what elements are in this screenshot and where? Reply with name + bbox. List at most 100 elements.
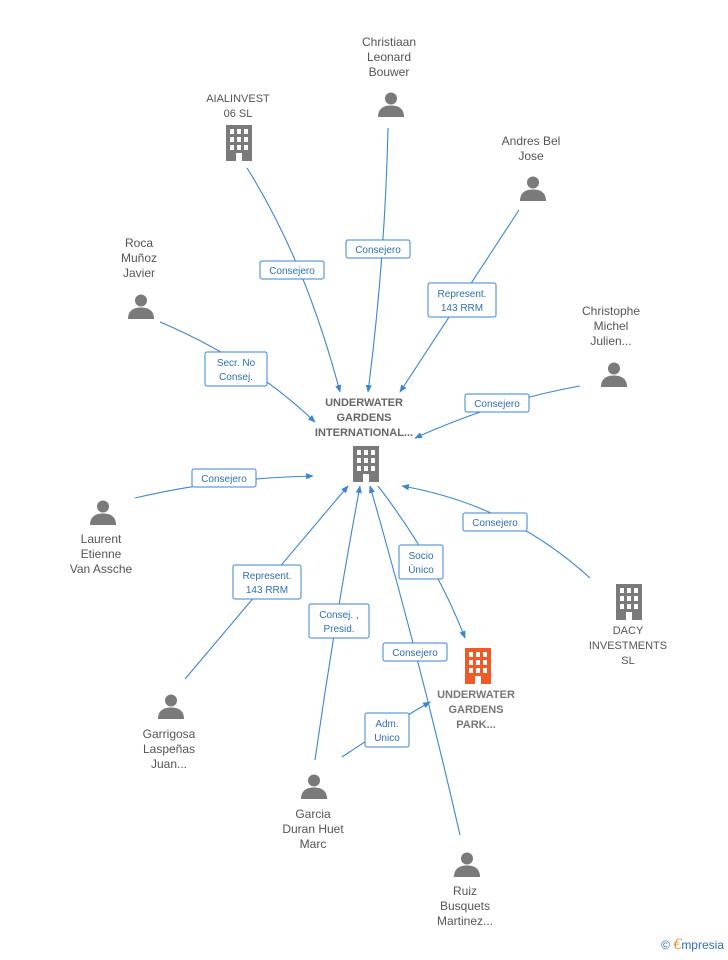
node-garrigosa[interactable]: Garrigosa Laspeñas Juan... (143, 694, 196, 772)
person-icon (378, 92, 404, 117)
edge-andres-uwint: Represent. 143 RRM (399, 209, 520, 393)
person-icon (454, 852, 480, 877)
svg-text:Andres Bel: Andres Bel (502, 134, 561, 148)
svg-text:Adm.: Adm. (375, 719, 398, 730)
svg-text:DACY: DACY (613, 625, 644, 637)
svg-text:Consej. ,: Consej. , (319, 610, 358, 621)
node-aialinvest[interactable]: AIALINVEST 06 SL (206, 93, 270, 161)
svg-text:Ruiz: Ruiz (453, 884, 477, 898)
person-icon (128, 294, 154, 319)
edge-label: Consejero (462, 512, 528, 532)
edge-christophe-uwint: Consejero (414, 385, 581, 439)
person-icon (301, 774, 327, 799)
brand-first-letter: € (673, 936, 682, 953)
person-icon (520, 176, 546, 201)
node-christiaan[interactable]: Christiaan Leonard Bouwer (362, 35, 416, 117)
edge-garrigosa-uwint: Represent. 143 RRM (184, 485, 349, 680)
svg-text:Laspeñas: Laspeñas (143, 742, 195, 756)
svg-text:Jose: Jose (518, 149, 544, 163)
person-icon (90, 500, 116, 525)
svg-text:Etienne: Etienne (81, 547, 122, 561)
svg-text:Consejero: Consejero (472, 518, 518, 529)
svg-text:Represent.: Represent. (438, 289, 487, 300)
svg-text:Leonard: Leonard (367, 50, 411, 64)
edge-label: Consej. , Presid. (308, 603, 370, 639)
node-roca[interactable]: Roca Muñoz Javier (121, 236, 157, 319)
svg-text:Christophe: Christophe (582, 304, 640, 318)
brand-name: mpresia (681, 938, 724, 952)
edge-label: Adm. Unico (364, 712, 410, 748)
node-andres[interactable]: Andres Bel Jose (502, 134, 561, 201)
edge-roca-uwint: Secr. No Consej. (159, 321, 316, 423)
edge-label: Secr. No Consej. (204, 351, 268, 387)
svg-text:Garrigosa: Garrigosa (143, 727, 196, 741)
svg-text:Consej.: Consej. (219, 372, 253, 383)
svg-text:Javier: Javier (123, 266, 155, 280)
svg-text:Muñoz: Muñoz (121, 251, 157, 265)
svg-text:INTERNATIONAL...: INTERNATIONAL... (315, 427, 413, 439)
svg-text:Bouwer: Bouwer (369, 65, 410, 79)
person-icon (601, 362, 627, 387)
edge-christiaan-uwint: Consejero (345, 127, 411, 393)
svg-text:Martinez...: Martinez... (437, 914, 493, 928)
svg-text:Unico: Unico (374, 733, 400, 744)
svg-text:Marc: Marc (300, 837, 327, 851)
edge-label: Represent. 143 RRM (232, 564, 302, 600)
node-christophe[interactable]: Christophe Michel Julien... (582, 304, 640, 387)
svg-text:Único: Único (408, 563, 434, 576)
svg-text:Secr. No: Secr. No (217, 358, 256, 369)
node-underwater-gardens-international[interactable]: UNDERWATER GARDENS INTERNATIONAL... (315, 397, 413, 482)
svg-text:Christiaan: Christiaan (362, 35, 416, 49)
edge-aialinvest-uwint: Consejero (246, 167, 342, 393)
svg-text:Duran Huet: Duran Huet (282, 822, 344, 836)
svg-text:Presid.: Presid. (323, 624, 354, 635)
edge-label: Consejero (382, 642, 448, 662)
svg-text:Consejero: Consejero (474, 399, 520, 410)
svg-text:06 SL: 06 SL (224, 108, 253, 120)
node-ruiz[interactable]: Ruiz Busquets Martinez... (437, 852, 493, 929)
building-icon (465, 648, 491, 684)
edge-label: Consejero (345, 239, 411, 259)
copyright-symbol: © (661, 938, 670, 952)
svg-text:Represent.: Represent. (243, 571, 292, 582)
empresia-logo[interactable]: © €mpresia (661, 936, 724, 954)
edge-garcia-uwpark: Adm. Unico (341, 701, 431, 758)
svg-text:Consejero: Consejero (269, 266, 315, 277)
svg-text:Van Assche: Van Assche (70, 562, 133, 576)
building-icon (353, 446, 379, 482)
edge-label: Consejero (464, 393, 530, 413)
node-garcia[interactable]: Garcia Duran Huet Marc (282, 774, 344, 852)
edge-ruiz-uwint: Consejero (368, 485, 461, 836)
svg-text:GARDENS: GARDENS (448, 704, 503, 716)
svg-text:Juan...: Juan... (151, 757, 187, 771)
svg-text:AIALINVEST: AIALINVEST (206, 93, 270, 105)
edge-label: Consejero (191, 468, 257, 488)
node-laurent[interactable]: Laurent Etienne Van Assche (70, 500, 133, 577)
node-dacy-investments[interactable]: DACY INVESTMENTS SL (589, 584, 667, 667)
building-icon (226, 125, 252, 161)
svg-text:Socio: Socio (408, 551, 433, 562)
svg-text:Roca: Roca (125, 236, 153, 250)
edge-label: Consejero (259, 260, 325, 280)
edge-label: Represent. 143 RRM (427, 282, 497, 318)
svg-text:Julien...: Julien... (590, 334, 631, 348)
svg-text:Michel: Michel (594, 319, 629, 333)
svg-text:GARDENS: GARDENS (336, 412, 391, 424)
svg-text:SL: SL (621, 655, 634, 667)
svg-text:UNDERWATER: UNDERWATER (437, 689, 515, 701)
person-icon (158, 694, 184, 719)
edge-dacy-uwint: Consejero (401, 484, 591, 579)
edge-label: Socio Único (398, 544, 444, 580)
building-icon (616, 584, 642, 620)
svg-text:UNDERWATER: UNDERWATER (325, 397, 403, 409)
svg-text:Laurent: Laurent (81, 532, 122, 546)
svg-text:Consejero: Consejero (355, 245, 401, 256)
svg-text:INVESTMENTS: INVESTMENTS (589, 640, 667, 652)
edge-laurent-uwint: Consejero (134, 468, 314, 499)
svg-text:Consejero: Consejero (201, 474, 247, 485)
svg-text:Busquets: Busquets (440, 899, 490, 913)
node-underwater-gardens-park[interactable]: UNDERWATER GARDENS PARK... (437, 648, 515, 731)
svg-text:Garcia: Garcia (295, 807, 331, 821)
edge-uwint-uwpark: Socio Único (377, 485, 466, 639)
